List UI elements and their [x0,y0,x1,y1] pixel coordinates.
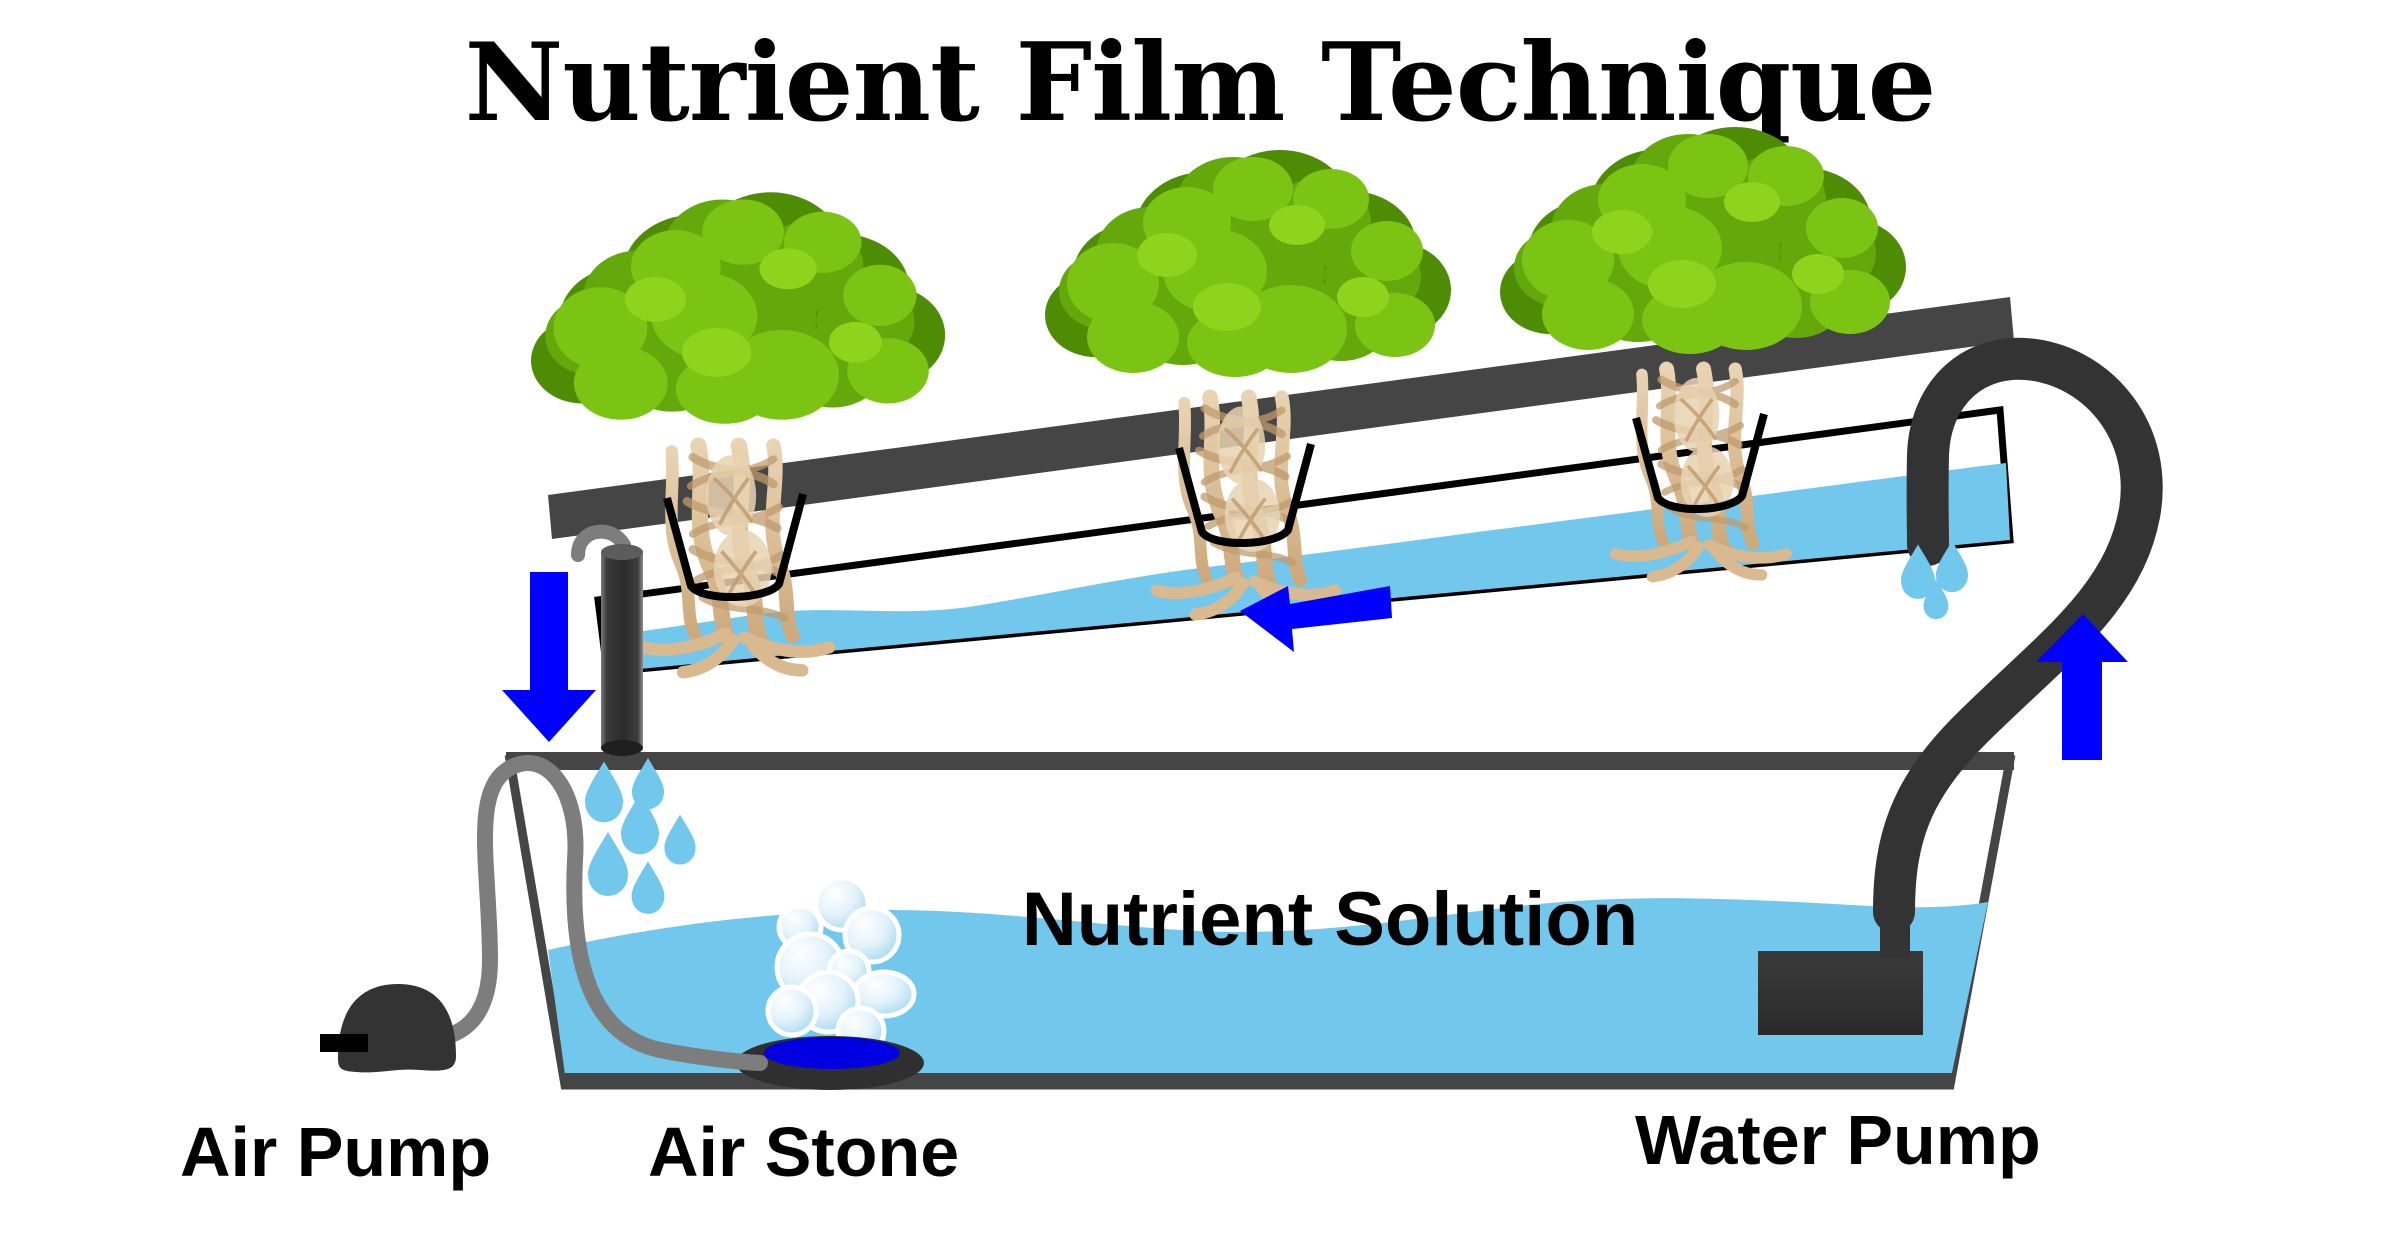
air-pump-assembly [320,755,768,1073]
lettuce-head-icon [1500,127,1906,354]
drain-pipe-mouth [601,740,643,756]
air-bubbles [765,875,917,1057]
lettuce-head-icon [531,192,946,424]
bubble [765,984,819,1038]
net-pot-outline-2 [1175,442,1315,548]
net-pot-outline-3 [1632,412,1768,514]
air-stone [736,1036,924,1090]
reservoir-top-rim [506,752,2014,770]
drain-elbow [571,524,631,562]
reservoir-tank [504,752,2016,1090]
net-pot-1 [643,446,829,673]
drain-pipe-assembly [571,524,643,756]
lettuce-plant-3 [1500,127,1906,577]
return-hose [1873,337,2163,933]
water-pump-body [1758,951,1923,1035]
air-stone-label: Air Stone [648,1113,959,1191]
drain-flow-arrow [502,572,596,742]
net-pot-2 [1157,397,1335,614]
air-tube [412,755,768,1071]
air-pump-body [338,984,456,1073]
net-pot-3 [1616,369,1787,577]
drain-pipe [601,552,643,748]
drain-pipe-top [601,544,643,560]
nutrient-solution-water [548,898,1988,1082]
air-stone-inner [764,1037,900,1069]
net-pot-outline-1 [663,492,807,602]
lettuce-plant-1 [531,192,946,673]
lettuce-head-icon [1045,150,1451,377]
lettuce-plant-2 [1045,150,1451,614]
air-pump-cord [320,1034,368,1052]
page-title: Nutrient Film Technique [465,20,1936,146]
air-pump-label: Air Pump [180,1113,491,1191]
nutrient-solution-label: Nutrient Solution [1022,877,1638,962]
water-pump-label: Water Pump [1635,1101,2041,1179]
bubble [842,905,902,965]
pump-feed-arrow [2036,614,2128,760]
channel-flow-arrow [1240,586,1392,652]
